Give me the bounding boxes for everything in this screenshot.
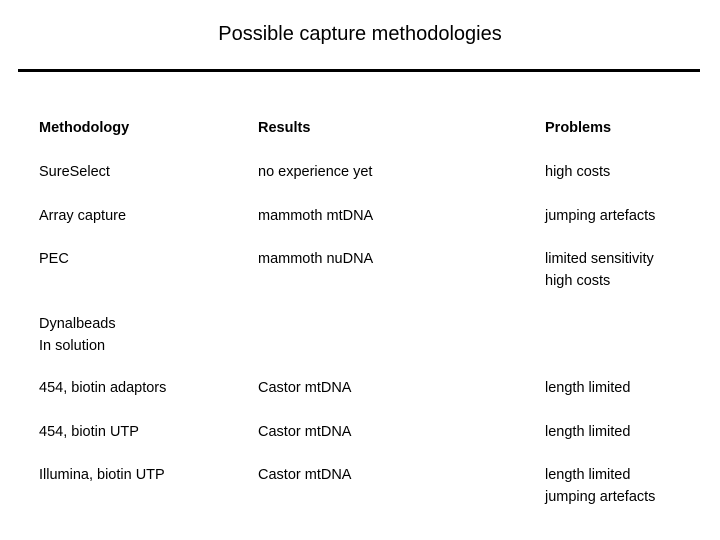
cell-results: mammoth mtDNA: [258, 208, 374, 224]
cell-methodology: Array capture: [39, 208, 127, 224]
cell-results: Castor mtDNA: [258, 467, 352, 483]
cell-problems: jumping artefacts: [545, 208, 656, 224]
page-title: Possible capture methodologies: [218, 23, 502, 45]
cell-methodology: Dynalbeads In solution: [39, 316, 116, 354]
column-header-methodology: Methodology: [39, 120, 130, 136]
cell-methodology: SureSelect: [39, 164, 110, 180]
column-header-problems: Problems: [545, 120, 612, 136]
cell-methodology: 454, biotin UTP: [39, 424, 139, 440]
cell-results: Castor mtDNA: [258, 424, 352, 440]
cell-methodology: 454, biotin adaptors: [39, 380, 167, 396]
cell-problems: high costs: [545, 164, 611, 180]
cell-results: mammoth nuDNA: [258, 251, 374, 267]
column-header-results: Results: [258, 120, 311, 136]
cell-methodology: PEC: [39, 251, 69, 267]
cell-problems: length limited: [545, 380, 631, 396]
title-divider: [18, 69, 700, 72]
cell-problems: limited sensitivity high costs: [545, 251, 654, 289]
cell-methodology: Illumina, biotin UTP: [39, 467, 165, 483]
cell-results: Castor mtDNA: [258, 380, 352, 396]
cell-problems: length limited: [545, 424, 631, 440]
cell-problems: length limited jumping artefacts: [545, 467, 656, 505]
cell-results: no experience yet: [258, 164, 373, 180]
